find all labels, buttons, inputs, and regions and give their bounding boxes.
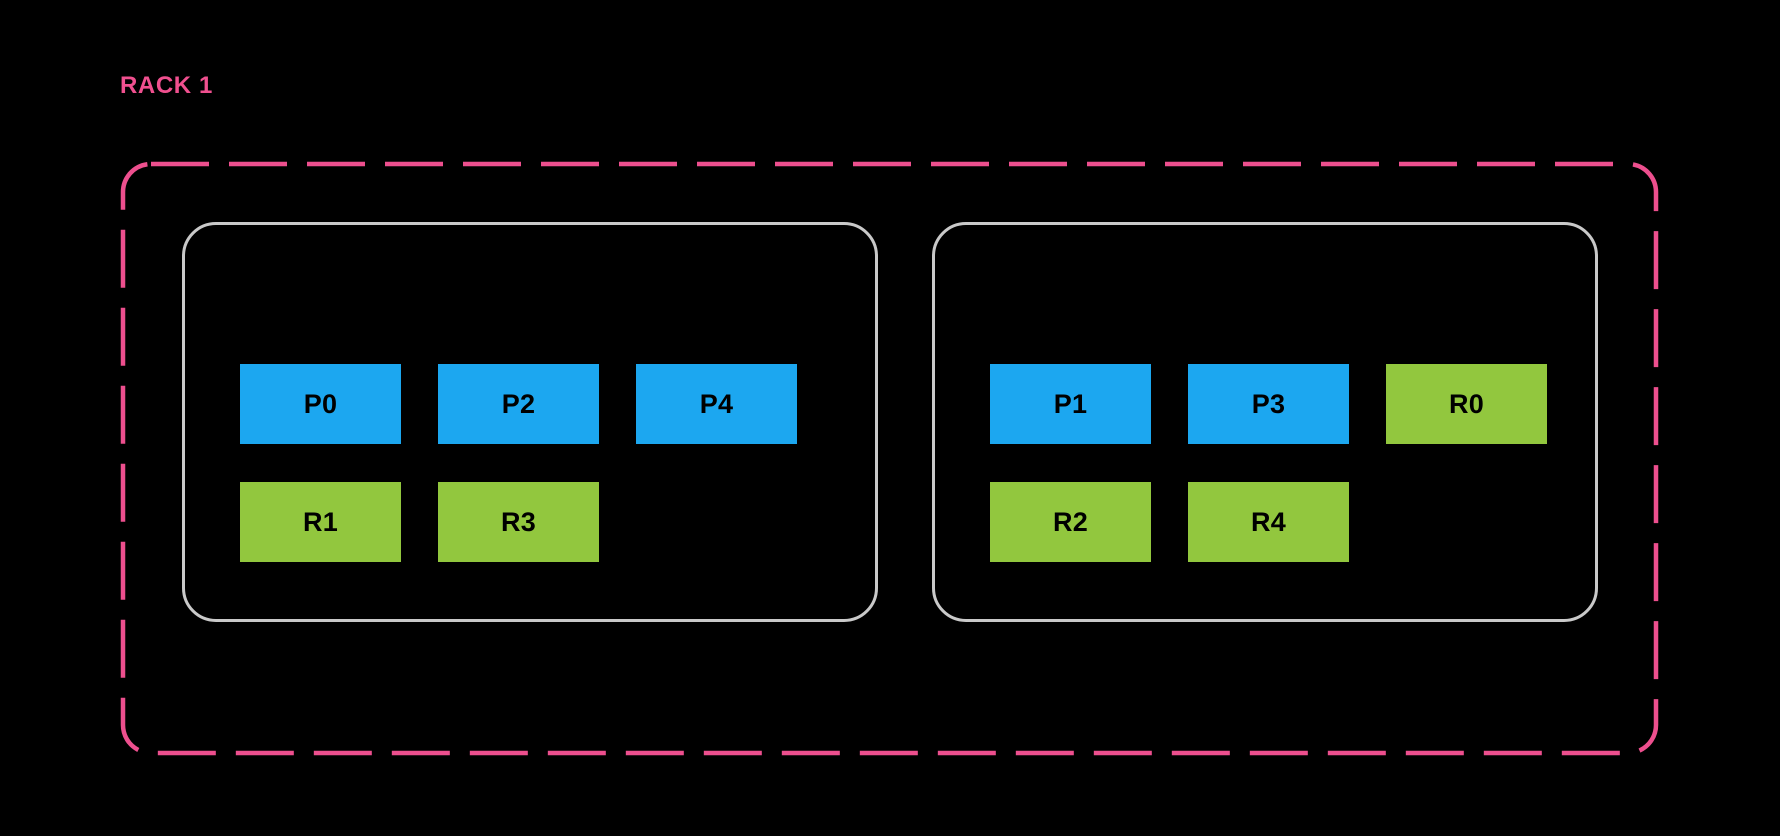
partition-unit[interactable]: P0 <box>240 364 401 444</box>
host-box-left <box>182 222 878 622</box>
partition-unit[interactable]: P4 <box>636 364 797 444</box>
partition-unit[interactable]: R1 <box>240 482 401 562</box>
rack-label: RACK 1 <box>120 72 213 99</box>
partition-unit[interactable]: R0 <box>1386 364 1547 444</box>
host-left-primary-row: P0 P2 P4 <box>240 364 797 444</box>
partition-unit[interactable]: P2 <box>438 364 599 444</box>
host-right-replica-row: R2 R4 <box>990 482 1349 562</box>
host-left-replica-row: R1 R3 <box>240 482 599 562</box>
partition-unit[interactable]: R2 <box>990 482 1151 562</box>
host-box-right <box>932 222 1598 622</box>
partition-unit[interactable]: P3 <box>1188 364 1349 444</box>
host-right-primary-row: P1 P3 R0 <box>990 364 1547 444</box>
partition-unit[interactable]: R4 <box>1188 482 1349 562</box>
partition-unit[interactable]: P1 <box>990 364 1151 444</box>
partition-unit[interactable]: R3 <box>438 482 599 562</box>
